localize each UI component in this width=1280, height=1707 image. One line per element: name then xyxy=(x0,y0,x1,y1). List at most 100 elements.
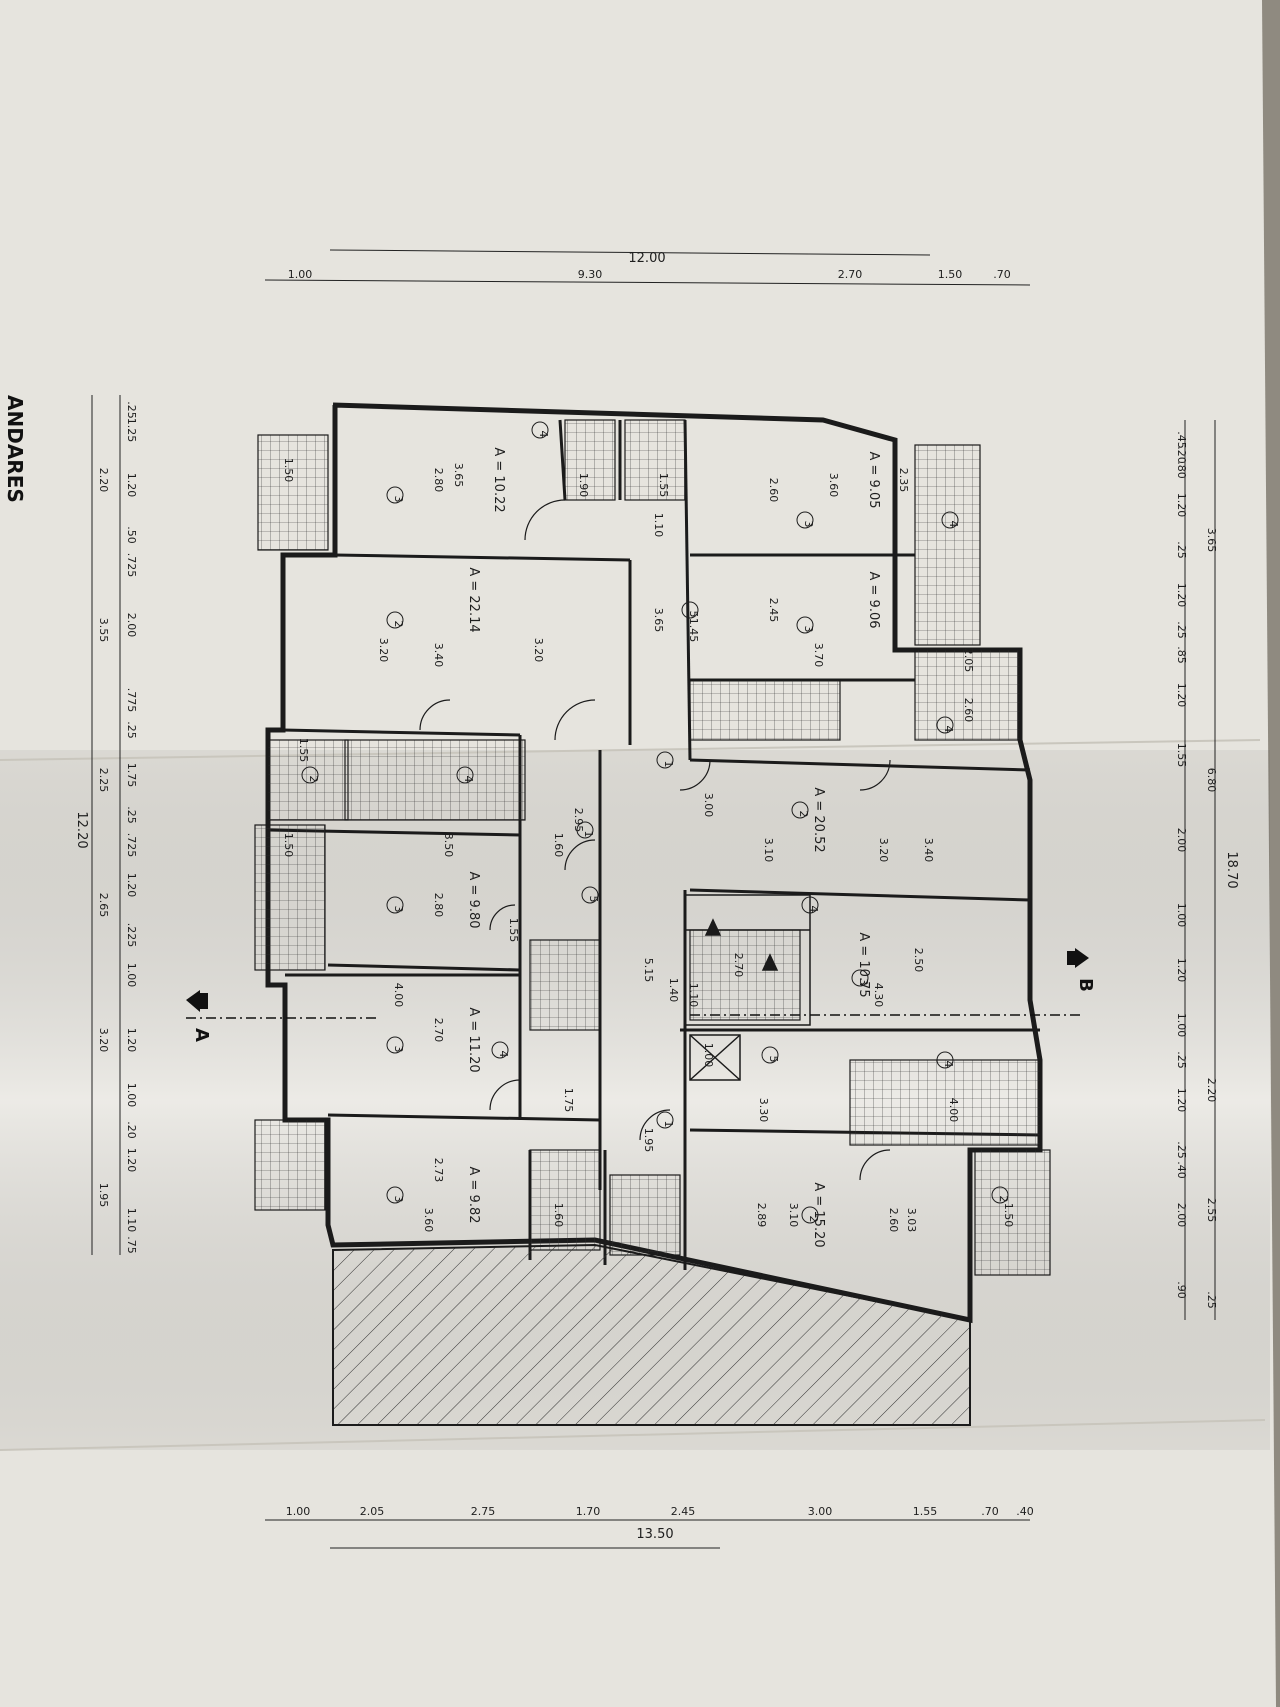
dim-right-13: 1.00 xyxy=(1175,1013,1188,1038)
interior-dim-37: 1.50 xyxy=(282,833,295,858)
interior-dim-28: 1.10 xyxy=(687,983,700,1008)
interior-dim-36: 1.50 xyxy=(282,458,295,483)
dim-right-4: .25 xyxy=(1175,541,1188,559)
interior-dim-31: 1.60 xyxy=(552,833,565,858)
dim-right-12: 1.20 xyxy=(1175,958,1188,983)
room-number-9: 2 xyxy=(807,1216,820,1223)
dim-right-17: .40 xyxy=(1175,1161,1188,1179)
room-number-circle xyxy=(791,801,809,819)
room-number-3: 3 xyxy=(392,1046,405,1053)
interior-dim-10: 3.60 xyxy=(422,1208,435,1233)
dim-left-4: .725 xyxy=(125,553,138,578)
dim-top-total: 12.00 xyxy=(628,251,665,266)
interior-dim-45: 1.45 xyxy=(687,618,700,643)
room-number-circle xyxy=(386,486,404,504)
room-number-circle xyxy=(581,886,599,904)
room-number-1: 2 xyxy=(392,621,405,628)
room-number-12: 2 xyxy=(307,776,320,783)
room-number-circle xyxy=(576,821,594,839)
dim-left-outer-2: 2.25 xyxy=(97,768,110,793)
interior-walls xyxy=(267,419,1041,1270)
interior-dim-44: 1.55 xyxy=(657,473,670,498)
dim-bottom-7: .70 xyxy=(981,1505,999,1518)
hatched-area xyxy=(332,1243,971,1426)
dim-right-outer-1: 6.80 xyxy=(1205,768,1218,793)
dim-left-outer-0: 2.20 xyxy=(97,468,110,493)
interior-dim-40: 2.60 xyxy=(962,698,975,723)
interior-dim-14: 2.45 xyxy=(767,598,780,623)
dim-bottom-6: 1.55 xyxy=(913,1505,938,1518)
section-label-b: B xyxy=(1075,978,1096,992)
kitchen-tiles xyxy=(849,1059,1041,1146)
interior-dim-0: 3.65 xyxy=(452,463,465,488)
sheet-title: ANDARES xyxy=(3,395,27,503)
room-area-0: A = 10.22 xyxy=(491,447,506,512)
room-number-circle xyxy=(681,601,699,619)
interior-dim-17: 3.20 xyxy=(877,838,890,863)
dim-right-10: 2.00 xyxy=(1175,828,1188,853)
room-number-circle xyxy=(656,1111,674,1129)
room-area-1: A = 22.14 xyxy=(466,567,481,632)
dim-right-outer-0: 3.65 xyxy=(1205,528,1218,553)
dim-right-0: .45 xyxy=(1175,431,1188,449)
dim-left-6: .775 xyxy=(125,688,138,713)
stairs xyxy=(684,894,811,1081)
room-area-3: A = 11.20 xyxy=(466,1007,481,1072)
dim-left-0: .25 xyxy=(125,401,138,419)
balcony-tiles xyxy=(254,1119,326,1211)
interior-dim-38: 1.55 xyxy=(297,738,310,763)
dim-left-2: 1.20 xyxy=(125,473,138,498)
dim-left-outer-3: 2.65 xyxy=(97,893,110,918)
dim-top-1: 9.30 xyxy=(578,268,603,281)
bath-tiles xyxy=(529,939,601,1031)
interior-dim-5: 3.50 xyxy=(442,833,455,858)
dim-bottom-0: 1.00 xyxy=(286,1505,311,1518)
room-number-circle xyxy=(386,1036,404,1054)
dim-left-9: .25 xyxy=(125,806,138,824)
dim-left-8: 1.75 xyxy=(125,763,138,788)
dim-left-18: 1.10 xyxy=(125,1208,138,1233)
dim-right-7: .85 xyxy=(1175,646,1188,664)
dim-right-8: 1.20 xyxy=(1175,683,1188,708)
door-swings xyxy=(419,499,891,1181)
dim-right-6: .25 xyxy=(1175,621,1188,639)
tiled-areas xyxy=(254,419,1051,1276)
room-number-circle xyxy=(936,1051,954,1069)
balcony-tiles xyxy=(914,444,981,646)
bath-tiles xyxy=(609,1174,681,1256)
paper-fold-line xyxy=(0,1419,1266,1451)
room-number-21: 2 xyxy=(997,1196,1010,1203)
room-number-10: 4 xyxy=(537,431,550,438)
dim-bottom-8: .40 xyxy=(1016,1505,1034,1518)
interior-dim-42: 1.50 xyxy=(1002,1203,1015,1228)
dim-right-9: 1.55 xyxy=(1175,743,1188,768)
dim-top-4: .70 xyxy=(993,268,1011,281)
dim-right-11: 1.00 xyxy=(1175,903,1188,928)
dim-right-16: .25 xyxy=(1175,1141,1188,1159)
room-number-circle xyxy=(991,1186,1009,1204)
room-number-23: 5 xyxy=(767,1056,780,1063)
room-number-6: 3 xyxy=(802,626,815,633)
room-number-circle xyxy=(936,716,954,734)
interior-dim-41: 4.00 xyxy=(947,1098,960,1123)
interior-dim-20: 4.30 xyxy=(872,983,885,1008)
room-area-6: A = 9.06 xyxy=(866,572,881,629)
dim-left-15: 1.00 xyxy=(125,1083,138,1108)
interior-dim-22: 2.60 xyxy=(887,1208,900,1233)
interior-dim-6: 2.80 xyxy=(432,893,445,918)
dim-right-total: 18.70 xyxy=(1224,851,1239,888)
room-number-8: 3 xyxy=(857,979,870,986)
interior-dim-21: 2.50 xyxy=(912,948,925,973)
dim-left-16: .20 xyxy=(125,1121,138,1139)
interior-dim-8: 2.70 xyxy=(432,1018,445,1043)
dim-right-5: 1.20 xyxy=(1175,583,1188,608)
room-area-2: A = 9.80 xyxy=(466,872,481,929)
interior-dim-47: 1.95 xyxy=(642,1128,655,1153)
dim-left-10: .725 xyxy=(125,833,138,858)
room-number-24: 4 xyxy=(807,906,820,913)
dim-left-19: .75 xyxy=(125,1236,138,1254)
kitchen-tiles xyxy=(344,739,526,821)
room-number-0: 3 xyxy=(392,496,405,503)
room-number-circle xyxy=(801,1206,819,1224)
dim-bottom-total: 13.50 xyxy=(636,1527,673,1542)
